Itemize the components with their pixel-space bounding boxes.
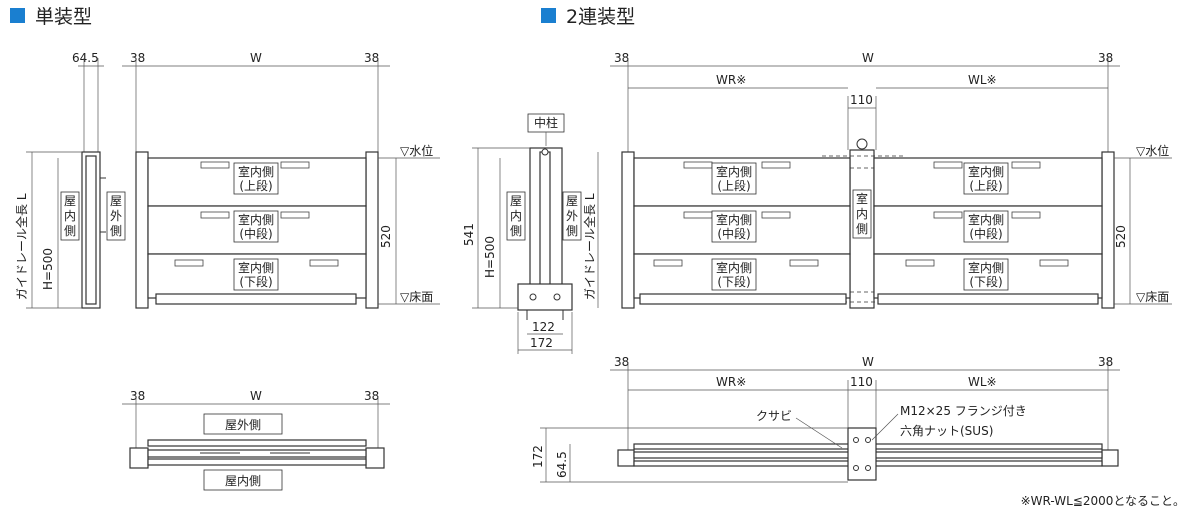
- single-heading-marker: [10, 8, 25, 23]
- double-dim-w: W: [862, 51, 874, 65]
- double-plan-dim-38-left: 38: [614, 355, 629, 369]
- double-plan-dim-wl: WL※: [968, 375, 997, 389]
- single-height-h: H=500: [41, 248, 55, 290]
- double-center-char-2: 内: [856, 207, 868, 221]
- double-left-upper-label-1: 室内側: [716, 164, 752, 179]
- double-dim-38-left: 38: [614, 51, 629, 65]
- double-dim-110: 110: [850, 93, 873, 107]
- single-plan-post-left: [129, 447, 149, 469]
- single-heading: 単装型: [35, 6, 92, 28]
- double-dim-38-right: 38: [1098, 51, 1113, 65]
- single-dim-64-5: 64.5: [72, 51, 99, 65]
- double-heading: 2連装型: [566, 6, 635, 28]
- double-water-level: ▽水位: [1136, 143, 1169, 158]
- single-post-left: [135, 151, 149, 309]
- single-indoor-char-3: 側: [64, 224, 76, 238]
- center-dim-172: 172: [530, 336, 553, 350]
- double-left-lower-label-2: (下段): [717, 274, 750, 289]
- double-center-char-3: 側: [856, 222, 868, 236]
- single-bottom-seal: [155, 293, 357, 305]
- double-left-middle-label-2: (中段): [717, 226, 750, 241]
- double-plan-dim-wr: WR※: [716, 375, 746, 389]
- double-plan-dim-172: 172: [531, 445, 545, 468]
- double-elevation: 38 W 38 WR※ WL※ 110: [582, 51, 1172, 309]
- single-panel-lower-label-1: 室内側: [238, 260, 274, 275]
- double-plan-dim-w: W: [862, 355, 874, 369]
- double-plan: 38 W 38 WR※ 110 WL※ クサビ M12×25 フランジ付き 六角…: [531, 355, 1120, 483]
- single-post-right: [365, 151, 379, 309]
- double-dim-520: 520: [1114, 225, 1128, 248]
- single-panel-upper-label-2: (上段): [239, 178, 272, 193]
- single-outdoor-char-2: 外: [110, 209, 122, 223]
- single-plan-dim-w: W: [250, 389, 262, 403]
- center-outdoor-char-3: 側: [566, 224, 578, 238]
- single-dim-520: 520: [379, 225, 393, 248]
- double-plan-dim-64-5: 64.5: [555, 451, 569, 478]
- center-indoor-char-3: 側: [510, 224, 522, 238]
- double-right-middle-label-1: 室内側: [968, 212, 1004, 227]
- double-post-left: [621, 151, 635, 309]
- callout-kusabi: クサビ: [756, 409, 792, 423]
- single-dim-38-right: 38: [364, 51, 379, 65]
- single-panel-middle-label-2: (中段): [239, 226, 272, 241]
- center-indoor-char-2: 内: [510, 209, 522, 223]
- double-left-middle-label-1: 室内側: [716, 212, 752, 227]
- center-post-side-view: 中柱 屋 内 側 屋 外 側 541 H=500 122 172: [462, 113, 582, 354]
- single-floor: ▽床面: [400, 290, 433, 304]
- double-floor: ▽床面: [1136, 290, 1169, 304]
- center-dim-541: 541: [462, 223, 476, 246]
- double-right-lower-label-1: 室内側: [968, 260, 1004, 275]
- single-dim-w: W: [250, 51, 262, 65]
- footnote: ※WR-WL≦2000となること。: [1021, 494, 1185, 508]
- double-dim-wr: WR※: [716, 73, 746, 87]
- single-panel-upper-label-1: 室内側: [238, 164, 274, 179]
- double-guide-rail-length: ガイドレール全長 L: [582, 193, 597, 300]
- double-right-upper-label-2: (上段): [969, 178, 1002, 193]
- center-outdoor-char-2: 外: [566, 209, 578, 223]
- center-dim-122: 122: [532, 320, 555, 334]
- single-panel-lower-label-2: (下段): [239, 274, 272, 289]
- callout-hex-nut: 六角ナット(SUS): [900, 424, 993, 438]
- single-plan: 38 W 38 屋外側 屋内側: [122, 389, 390, 491]
- double-right-lower-label-2: (下段): [969, 274, 1002, 289]
- single-indoor-char-1: 屋: [64, 194, 76, 208]
- double-left-lower-label-1: 室内側: [716, 260, 752, 275]
- double-plan-center-post: [847, 427, 877, 481]
- single-water-level: ▽水位: [400, 143, 433, 158]
- single-plan-outdoor: 屋外側: [225, 418, 261, 432]
- double-plan-dim-110: 110: [850, 375, 873, 389]
- double-left-upper-label-2: (上段): [717, 178, 750, 193]
- single-plan-dim-38-right: 38: [364, 389, 379, 403]
- double-center-char-1: 室: [856, 191, 868, 206]
- callout-flange-bolt: M12×25 フランジ付き: [900, 404, 1027, 418]
- double-dim-wl: WL※: [968, 73, 997, 87]
- center-height-h: H=500: [483, 236, 497, 278]
- center-indoor-char-1: 屋: [510, 194, 522, 208]
- single-outdoor-char-3: 側: [110, 224, 122, 238]
- center-post-label: 中柱: [534, 115, 558, 130]
- single-plan-post-right: [365, 447, 385, 469]
- single-guide-rail-length: ガイドレール全長 L: [14, 193, 29, 300]
- single-panel-middle-label-1: 室内側: [238, 212, 274, 227]
- single-plan-dim-38-left: 38: [130, 389, 145, 403]
- single-dim-38-left: 38: [130, 51, 145, 65]
- double-right-upper-label-1: 室内側: [968, 164, 1004, 179]
- double-right-middle-label-2: (中段): [969, 226, 1002, 241]
- single-indoor-char-2: 内: [64, 209, 76, 223]
- single-outdoor-char-1: 屋: [110, 194, 122, 208]
- single-elevation: 64.5 38 W 38 室内側 (上段): [14, 51, 440, 309]
- double-post-right: [1101, 151, 1115, 309]
- double-heading-marker: [541, 8, 556, 23]
- double-plan-dim-38-right: 38: [1098, 355, 1113, 369]
- center-outdoor-char-1: 屋: [566, 194, 578, 208]
- single-plan-indoor: 屋内側: [225, 474, 261, 488]
